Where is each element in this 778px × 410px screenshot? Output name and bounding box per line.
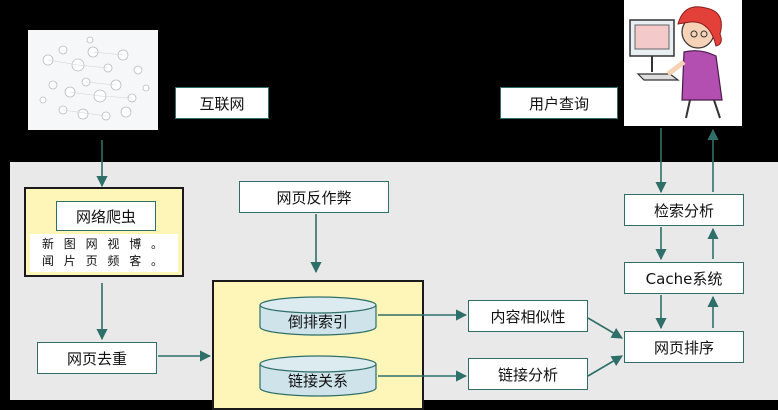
link-relation-label: 链接关系 [287,371,348,390]
crawler-node: 网络爬虫 [56,201,156,231]
inverted-index-label: 倒排索引 [287,312,348,331]
content-similarity-node: 内容相似性 [468,300,588,332]
arrow-analysis-to-ranking [587,355,623,377]
internet-node: 互联网 [175,87,269,119]
dedup-node: 网页去重 [37,342,157,374]
crawler-sources-line1: 新 图 网 视 博 。 [41,237,167,251]
search-engine-architecture-diagram: 互联网 用户查询 网络爬虫 新 图 网 视 博 。 闻 片 页 频 客 。 网页… [10,0,778,410]
crawler-sources-line2: 闻 片 页 频 客 。 [41,254,167,268]
crawler-sources: 新 图 网 视 博 。 闻 片 页 频 客 。 [30,234,178,272]
link-relation-cylinder [259,355,377,397]
inverted-index-cylinder [259,296,377,336]
diagram-connectors [96,128,719,397]
user-at-computer-icon [624,0,742,126]
arrow-similarity-to-ranking [587,317,623,339]
page-ranking-node: 网页排序 [624,331,744,363]
anti-spam-node: 网页反作弊 [239,181,389,213]
search-analysis-node: 检索分析 [624,194,744,226]
cache-system-node: Cache系统 [624,262,744,294]
user-query-node: 用户查询 [500,87,618,119]
link-analysis-node: 链接分析 [468,358,588,390]
network-cloud-icon [28,30,158,130]
